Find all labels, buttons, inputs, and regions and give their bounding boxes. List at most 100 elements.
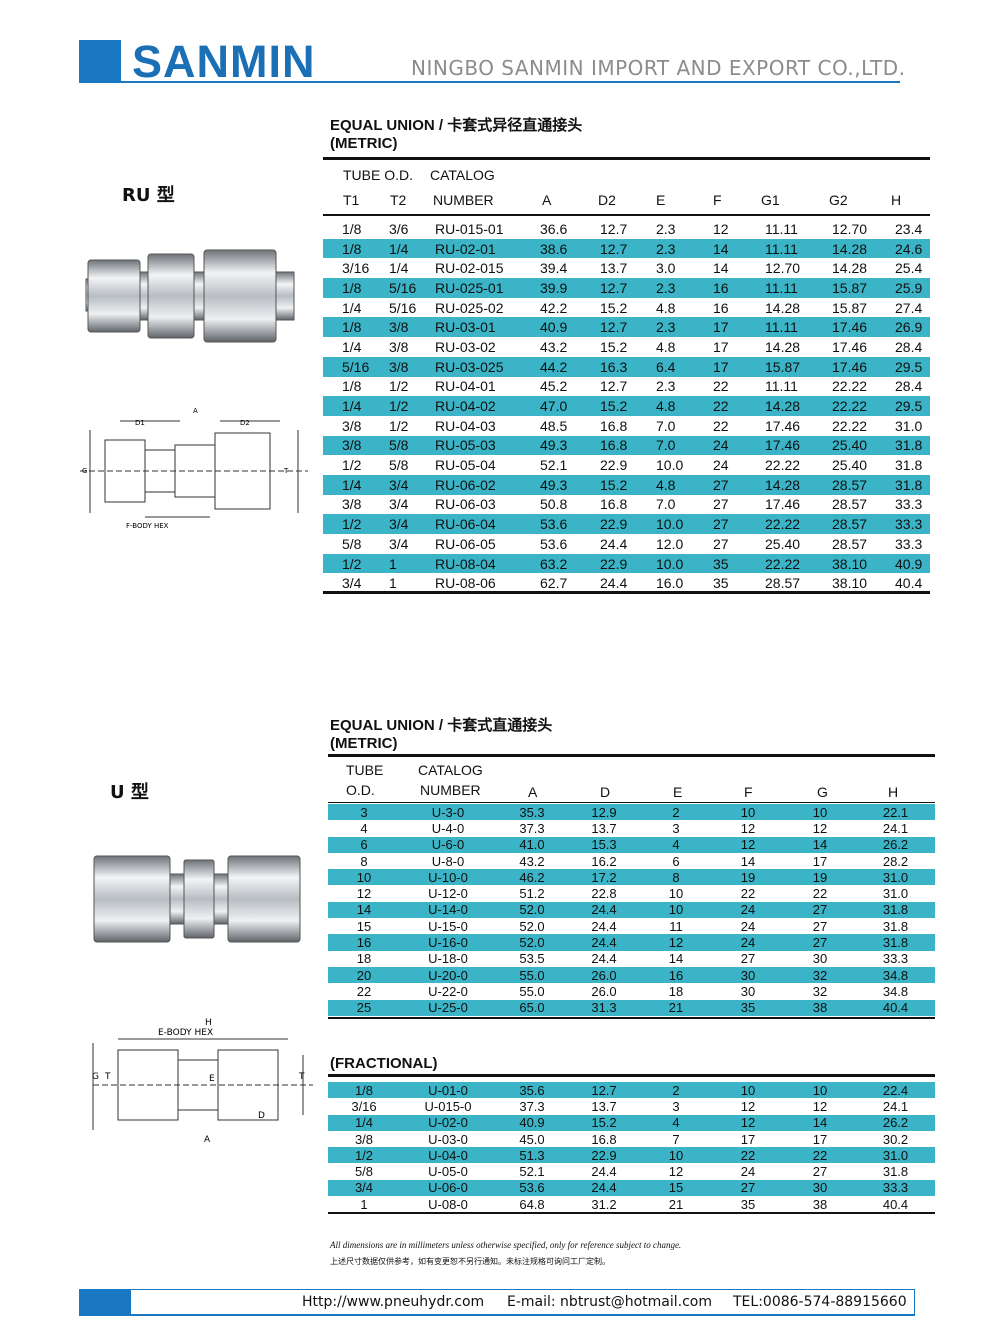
ru-cell-a: 50.8 <box>540 496 568 513</box>
u-metric-cell-cat: U-20-0 <box>400 966 496 984</box>
ru-cell-e: 4.8 <box>656 396 713 416</box>
ru-cell-cat: RU-08-04 <box>435 553 540 574</box>
ru-cell-a: 49.3 <box>540 474 600 495</box>
ru-cell-t1: 1/8 <box>342 278 389 298</box>
ru-cell-cat: RU-06-04 <box>435 514 540 534</box>
u-fractional-cell-f: 12 <box>740 1098 756 1114</box>
ru-cell-d2: 22.9 <box>600 514 656 534</box>
u-fractional-cell-od: 5/8 <box>354 1164 374 1180</box>
u-fractional-cell-od: 3/8 <box>354 1131 374 1147</box>
u-metric-cell-cat: U-8-0 <box>431 853 465 869</box>
ru-cell-e: 10.0 <box>656 553 713 574</box>
ru-cell-f: 27 <box>713 496 729 513</box>
ru-cell-f: 17 <box>713 338 729 355</box>
ru-cell-f: 22 <box>713 378 729 395</box>
u-metric-cell-od: 3 <box>328 804 400 821</box>
u-metric-cell-d: 24.4 <box>591 951 617 967</box>
ru-hdr-d2: D2 <box>598 192 616 208</box>
u-metric-cell-od: 20 <box>328 966 400 984</box>
u-metric-cell-g: 10 <box>784 804 856 821</box>
ru-cell-t1: 1/4 <box>342 299 362 316</box>
u-metric-cell-h: 26.2 <box>856 836 935 853</box>
ru-cell-h: 31.8 <box>895 457 923 474</box>
ru-cell-a: 63.2 <box>540 553 600 574</box>
u-fractional-cell-d: 15.2 <box>568 1114 640 1131</box>
ru-hdr-h: H <box>891 192 902 208</box>
ru-hdr-t2: T2 <box>390 192 407 208</box>
u-metric-cell-od: 25 <box>328 999 400 1016</box>
u-metric-cell-f: 12 <box>740 820 756 836</box>
u-header-rule <box>328 802 935 803</box>
ru-title-line1: EQUAL UNION / 卡套式异径直通接头 <box>330 117 583 134</box>
ru-cell-e: 10.0 <box>656 457 684 474</box>
u-metric-cell-e: 10 <box>640 901 712 919</box>
u-fractional-cell-cat: U-08-0 <box>428 1196 468 1212</box>
ru-cell-g1: 14.28 <box>765 338 801 355</box>
u-technical-drawing: H E-BODY HEX G T E T D A <box>92 1018 313 1145</box>
ru-row-spacer <box>323 377 342 397</box>
ru-cell-g1: 17.46 <box>765 496 801 513</box>
ru-cell-cat: RU-04-02 <box>435 396 540 416</box>
ru-cell-d2: 22.9 <box>600 457 628 474</box>
ru-cell-g2: 17.46 <box>832 317 895 338</box>
u-fractional-cell-d: 31.2 <box>591 1196 617 1212</box>
ru-cell-cat: RU-025-01 <box>435 278 540 298</box>
u-fractional-cell-g: 14 <box>784 1114 856 1131</box>
ru-cell-d2: 15.2 <box>600 299 628 316</box>
ru-cell-h: 27.4 <box>895 299 923 316</box>
u-hdr-e: E <box>673 784 683 800</box>
u-fractional-cell-g: 10 <box>784 1082 856 1099</box>
u-metric-cell-d: 22.8 <box>591 886 617 902</box>
ru-cell-g2: 28.57 <box>832 474 895 495</box>
ru-cell-e: 7.0 <box>656 417 676 434</box>
ru-cell-g1: 17.46 <box>765 435 832 456</box>
u-hdr-number: NUMBER <box>420 782 481 798</box>
u-metric-cell-h: 34.8 <box>856 966 935 984</box>
u-metric-cell-f: 27 <box>740 951 756 967</box>
u-metric-cell-a: 52.0 <box>496 901 568 919</box>
u-top-rule <box>328 754 935 757</box>
ru-cell-f: 22 <box>713 417 729 434</box>
u-metric-cell-f: 14 <box>740 853 756 869</box>
u-metric-cell-cat: U-6-0 <box>400 836 496 853</box>
u-metric-cell-g: 19 <box>784 869 856 886</box>
u-metric-cell-h: 31.8 <box>856 934 935 951</box>
header-rule <box>79 81 900 83</box>
u-metric-cell-e: 2 <box>640 804 712 821</box>
ru-cell-f: 35 <box>713 575 729 592</box>
ru-hdr-g2: G2 <box>829 192 848 208</box>
ru-cell-g2: 28.57 <box>832 496 868 513</box>
ru-cell-g2: 12.70 <box>832 220 868 237</box>
u-metric-cell-od: 6 <box>328 836 400 853</box>
u-metric-cell-h: 31.0 <box>856 869 935 886</box>
u-fractional-cell-od: 3/16 <box>351 1098 377 1114</box>
u-metric-cell-e: 10 <box>668 886 684 902</box>
footer-email-link[interactable]: E-mail: nbtrust@hotmail.com <box>507 1294 712 1310</box>
ru-row-spacer <box>323 474 342 495</box>
ru-cell-t1: 1/4 <box>342 474 389 495</box>
ru-cell-h: 25.4 <box>895 260 923 277</box>
u-fractional-cell-f: 12 <box>712 1114 784 1131</box>
ru-cell-t2: 5/16 <box>389 278 435 298</box>
ru-row-spacer <box>323 435 342 456</box>
ru-cell-g1: 11.11 <box>765 278 832 298</box>
ru-title-line2: (METRIC) <box>330 135 398 152</box>
ru-cell-d2: 12.7 <box>600 317 656 338</box>
ru-cell-g2: 25.40 <box>832 457 868 474</box>
ru-cell-t2: 1 <box>389 575 397 592</box>
ru-cell-a: 45.2 <box>540 378 568 395</box>
footer-website-link[interactable]: Http://www.pneuhydr.com <box>302 1294 485 1310</box>
u-metric-cell-g: 32 <box>784 966 856 984</box>
ru-drawing-d2: D2 <box>240 419 250 427</box>
ru-cell-t1: 1/2 <box>342 514 389 534</box>
u-fractional-cell-od: 1/4 <box>328 1114 400 1131</box>
u-metric-cell-od: 18 <box>356 951 372 967</box>
